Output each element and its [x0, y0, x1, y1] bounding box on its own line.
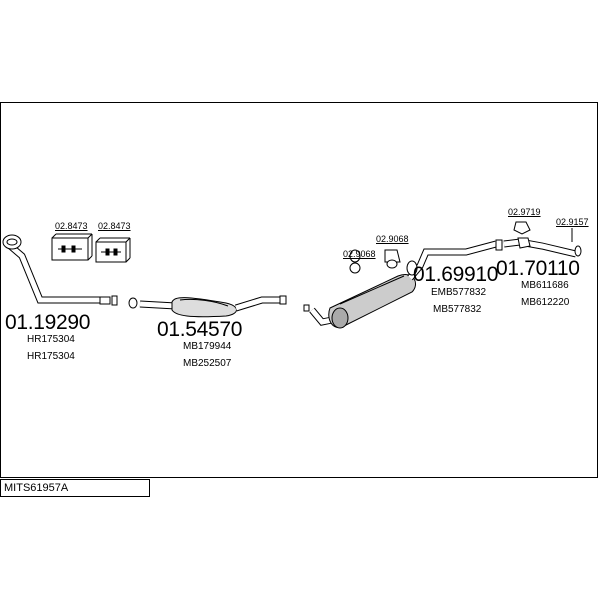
accessory-label: 02.8473: [55, 221, 88, 231]
kit-code-box: MITS61957A: [0, 479, 150, 497]
part-number: 01.70110: [496, 257, 580, 280]
middle-silencer-drawing: [128, 295, 287, 318]
gasket-box-1: [51, 233, 93, 261]
rubber-hanger-1: [349, 249, 361, 274]
part-reference: HR175304: [27, 351, 75, 362]
accessory-label: 02.9068: [343, 249, 376, 259]
part-reference: MB611686: [521, 280, 569, 291]
diagram-frame: [0, 102, 598, 478]
rear-silencer-drawing: [309, 240, 497, 329]
part-reference: HR175304: [27, 334, 75, 345]
part-number: 01.69910: [413, 263, 499, 286]
part-number: 01.19290: [5, 311, 91, 334]
front-pipe-drawing: [2, 234, 118, 306]
gasket-box-2: [95, 237, 131, 263]
kit-code: MITS61957A: [4, 482, 69, 494]
tail-pipe-drawing: [495, 221, 582, 258]
small-clamp-drawing: [303, 304, 310, 312]
part-reference: MB252507: [183, 358, 232, 369]
rubber-hanger-2: [384, 249, 401, 269]
part-reference: EMB577832: [431, 287, 487, 298]
part-reference: MB612220: [521, 297, 570, 308]
accessory-label: 02.8473: [98, 221, 131, 231]
accessory-label: 02.9719: [508, 207, 541, 217]
accessory-label: 02.9157: [556, 217, 589, 227]
part-number: 01.54570: [157, 318, 243, 341]
accessory-label: 02.9068: [376, 234, 409, 244]
part-reference: MB179944: [183, 341, 232, 352]
part-reference: MB577832: [433, 304, 482, 315]
